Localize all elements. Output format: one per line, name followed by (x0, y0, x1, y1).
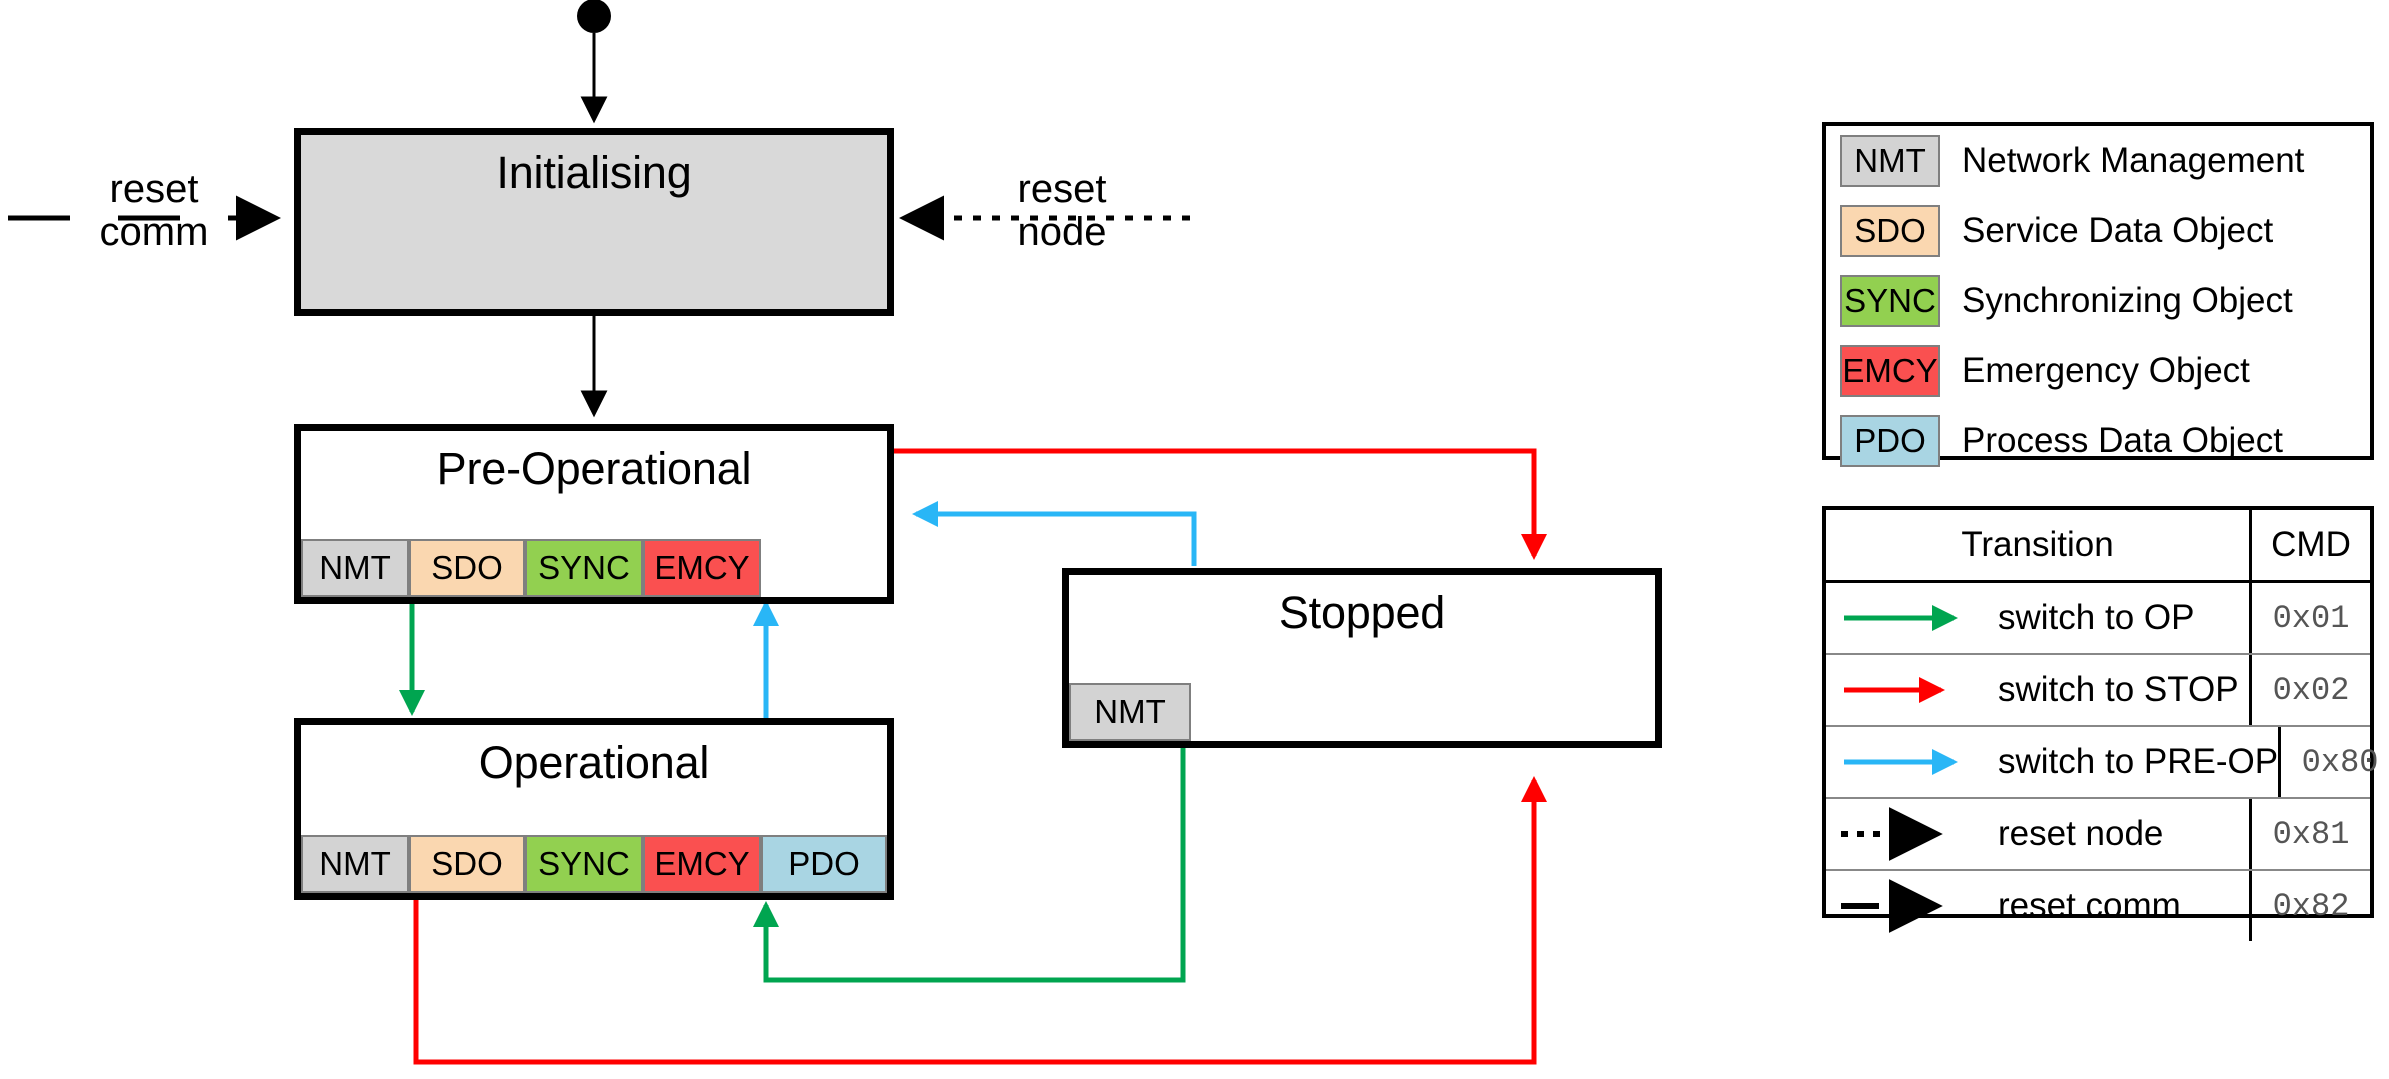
transition-label-switch-to-op: switch to OP (1998, 598, 2195, 637)
transition-cmd-switch-to-stop: 0x02 (2272, 671, 2350, 709)
legend-swatch-emcy: EMCY (1840, 345, 1940, 397)
transition-cmd-switch-to-op: 0x01 (2272, 599, 2350, 637)
transition-table-header-cmd: CMD (2271, 525, 2351, 564)
service-chip-emcy: EMCY (643, 835, 761, 893)
service-chip-pdo: PDO (761, 835, 887, 893)
transition-row-switch-to-op: switch to OP 0x01 (1826, 583, 2370, 655)
state-label-pre-operational: Pre-Operational (436, 443, 752, 494)
transition-cmd-reset-node: 0x81 (2272, 815, 2350, 853)
reset-node-label-line1: reset (1017, 167, 1107, 211)
transition-table: Transition CMD switch to OP 0x01 (1822, 506, 2378, 941)
transition-table-header-transition: Transition (1826, 510, 2252, 580)
reset-node-label: reset node (962, 167, 1162, 255)
legend-swatch-sync: SYNC (1840, 275, 1940, 327)
transition-label-reset-node: reset node (1998, 814, 2164, 853)
transition-row-switch-to-stop: switch to STOP 0x02 (1826, 655, 2370, 727)
service-strip-stopped: NMT (1069, 683, 1191, 741)
arrow-sample-reset-comm (1836, 871, 1986, 941)
service-strip-pre-operational: NMT SDO SYNC EMCY (301, 539, 761, 597)
legend-desc-sync: Synchronizing Object (1962, 281, 2293, 320)
arrow-sample-switch-op (1836, 583, 1986, 653)
service-chip-nmt: NMT (301, 539, 409, 597)
state-box-stopped[interactable]: Stopped NMT (1062, 568, 1662, 748)
edge-preop-to-stopped-switch-stop (890, 448, 1547, 560)
legend-swatch-nmt: NMT (1840, 135, 1940, 187)
legend-desc-sdo: Service Data Object (1962, 211, 2274, 250)
legend-desc-nmt: Network Management (1962, 141, 2305, 180)
service-chip-sync: SYNC (525, 539, 643, 597)
transition-row-reset-comm: reset comm 0x82 (1826, 871, 2370, 941)
legend-panel: NMT Network Management SDO Service Data … (1822, 122, 2374, 467)
state-box-initialising[interactable]: Initialising (294, 128, 894, 316)
transition-cmd-reset-comm: 0x82 (2272, 887, 2350, 925)
legend-row-pdo: PDO Process Data Object (1826, 406, 2370, 476)
reset-comm-label: reset comm (54, 167, 254, 255)
legend-row-sdo: SDO Service Data Object (1826, 196, 2370, 266)
arrow-sample-switch-stop (1836, 655, 1986, 725)
service-chip-nmt: NMT (301, 835, 409, 893)
reset-comm-label-line1: reset (109, 167, 199, 211)
legend-desc-emcy: Emergency Object (1962, 351, 2250, 390)
reset-node-label-line2: node (1017, 210, 1107, 255)
arrow-sample-reset-node (1836, 799, 1986, 869)
legend-row-nmt: NMT Network Management (1826, 126, 2370, 196)
reset-comm-label-line2: comm (99, 210, 209, 255)
service-strip-operational: NMT SDO SYNC EMCY PDO (301, 835, 887, 893)
state-label-operational: Operational (478, 737, 710, 788)
transition-row-switch-to-pre-op: switch to PRE-OP 0x80 (1826, 727, 2378, 799)
transition-cmd-switch-to-pre-op: 0x80 (2301, 743, 2379, 781)
state-box-pre-operational[interactable]: Pre-Operational NMT SDO SYNC EMCY (294, 424, 894, 604)
state-label-stopped: Stopped (1278, 587, 1446, 638)
service-chip-sdo: SDO (409, 835, 525, 893)
legend-swatch-sdo: SDO (1840, 205, 1940, 257)
service-chip-nmt: NMT (1069, 683, 1191, 741)
transition-label-switch-to-pre-op: switch to PRE-OP (1998, 742, 2279, 781)
initial-state-dot (577, 0, 611, 33)
edge-stopped-to-preop-switch-preop (912, 500, 1197, 566)
service-chip-sync: SYNC (525, 835, 643, 893)
state-label-initialising: Initialising (496, 147, 692, 198)
service-chip-sdo: SDO (409, 539, 525, 597)
legend-row-emcy: EMCY Emergency Object (1826, 336, 2370, 406)
transition-table-header-row: Transition CMD (1826, 510, 2370, 583)
transition-row-reset-node: reset node 0x81 (1826, 799, 2370, 871)
service-chip-emcy: EMCY (643, 539, 761, 597)
legend-swatch-pdo: PDO (1840, 415, 1940, 467)
transition-label-reset-comm: reset comm (1998, 886, 2181, 925)
transition-label-switch-to-stop: switch to STOP (1998, 670, 2239, 709)
state-box-operational[interactable]: Operational NMT SDO SYNC EMCY PDO (294, 718, 894, 900)
legend-desc-pdo: Process Data Object (1962, 421, 2283, 460)
legend-row-sync: SYNC Synchronizing Object (1826, 266, 2370, 336)
arrow-sample-switch-preop (1836, 727, 1986, 797)
